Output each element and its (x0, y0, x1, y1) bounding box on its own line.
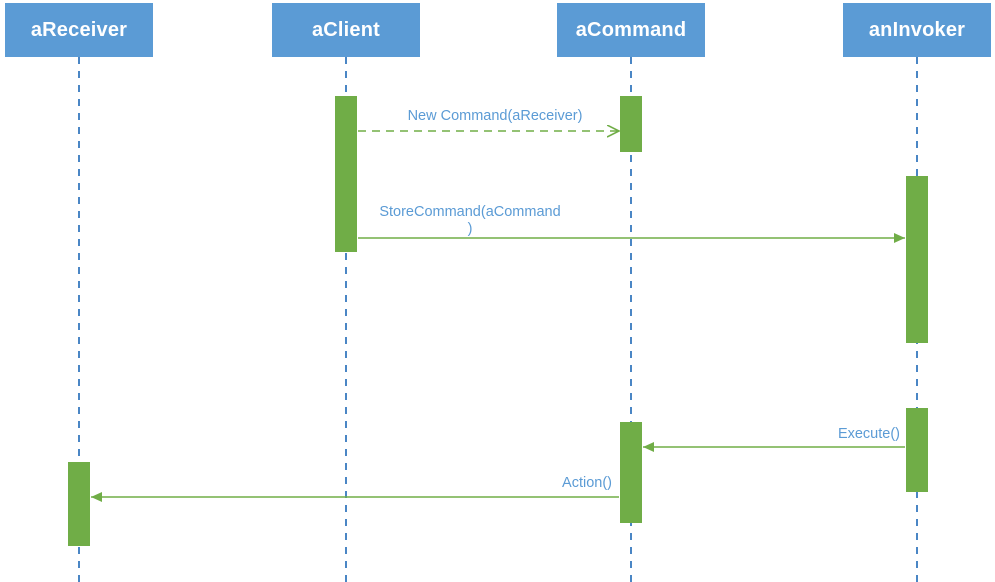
participant-box-aReceiver[interactable]: aReceiver (5, 3, 153, 57)
activation-bar-aReceiver[interactable] (68, 462, 90, 546)
participant-label: aReceiver (30, 19, 128, 41)
participant-label: anInvoker (868, 19, 966, 41)
participant-label: aCommand (575, 19, 687, 41)
participant-box-aCommand[interactable]: aCommand (557, 3, 705, 57)
activation-bar-aClient[interactable] (335, 96, 357, 252)
participant-box-anInvoker[interactable]: anInvoker (843, 3, 991, 57)
participant-box-aClient[interactable]: aClient (272, 3, 420, 57)
activation-bar-anInvoker[interactable] (906, 176, 928, 343)
activation-bar-aCommand[interactable] (620, 96, 642, 152)
activation-bar-aCommand[interactable] (620, 422, 642, 523)
msg-store-command-label: StoreCommand(aCommand ) (379, 204, 561, 237)
participant-label: aClient (311, 19, 381, 41)
msg-execute-label: Execute() (837, 426, 900, 442)
msg-new-command-label: New Command(aReceiver) (407, 108, 583, 124)
msg-action-label: Action() (562, 475, 612, 491)
activation-bar-anInvoker[interactable] (906, 408, 928, 492)
